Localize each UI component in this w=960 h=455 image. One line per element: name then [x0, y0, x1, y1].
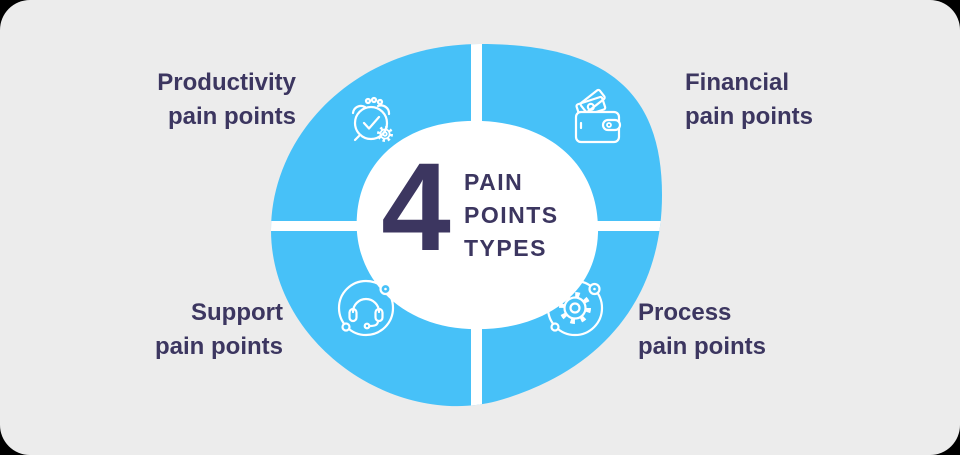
label-line: pain points	[685, 103, 813, 130]
center-title-line: PAIN	[464, 169, 524, 195]
label-line: pain points	[155, 333, 283, 360]
label-line: pain points	[168, 103, 296, 130]
center-title-line: POINTS	[464, 202, 559, 228]
headset-orbit-icon	[337, 279, 395, 337]
label-line: pain points	[638, 333, 766, 360]
center-white-blob	[356, 120, 599, 330]
center-number: 4	[381, 138, 451, 277]
alarm-clock-check-gear-icon	[351, 96, 393, 142]
label-process-pain-points: Process pain points	[638, 296, 766, 364]
center-title-line: TYPES	[464, 235, 547, 261]
label-financial-pain-points: Financial pain points	[685, 66, 813, 134]
label-line: Financial	[685, 69, 790, 96]
wallet-banknotes-icon	[574, 88, 622, 144]
label-line: Support	[191, 299, 283, 326]
label-line: Process	[638, 299, 732, 326]
label-line: Productivity	[157, 69, 296, 96]
label-productivity-pain-points: Productivity pain points	[157, 66, 296, 134]
center-title: PAIN POINTS TYPES	[464, 166, 559, 265]
gear-orbit-icon	[546, 279, 604, 337]
label-support-pain-points: Support pain points	[155, 296, 283, 364]
